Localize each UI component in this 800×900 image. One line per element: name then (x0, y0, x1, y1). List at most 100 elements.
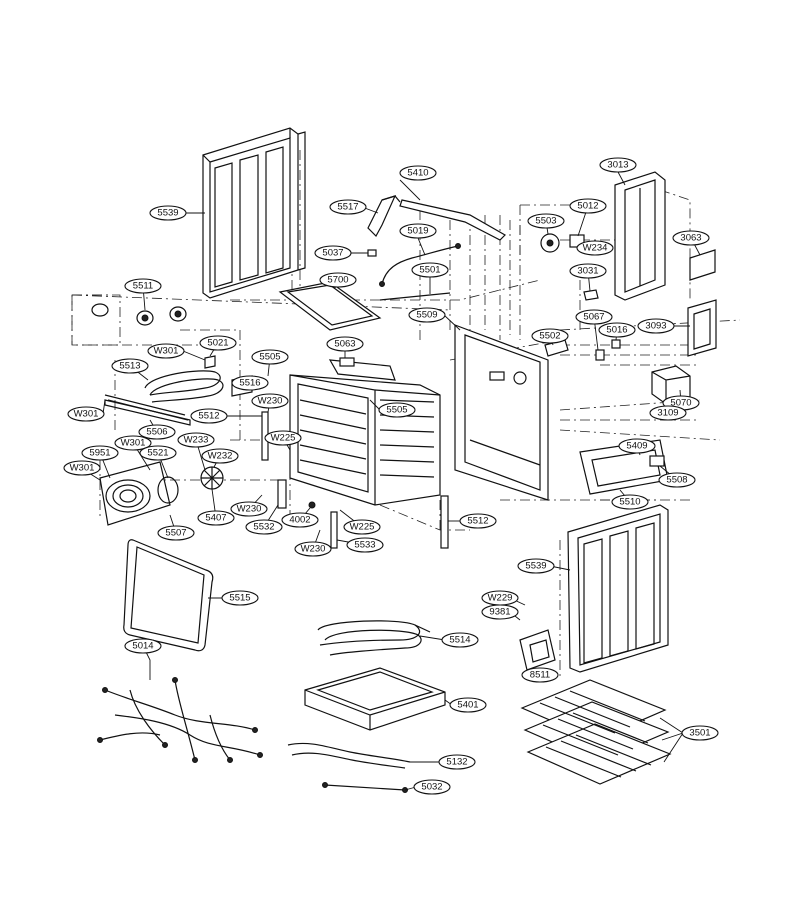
svg-text:5507: 5507 (165, 528, 186, 539)
svg-text:4002: 4002 (289, 515, 310, 526)
callout-W230b: W230 (230, 501, 268, 517)
callout-5512a: 5512 (190, 408, 228, 424)
svg-text:W234: W234 (583, 243, 608, 254)
callout-5521: 5521 (139, 445, 177, 461)
part-5505-oven-cavity (289, 359, 441, 506)
svg-text:5509: 5509 (416, 310, 437, 321)
svg-text:5067: 5067 (583, 312, 604, 323)
svg-text:3013: 3013 (607, 160, 628, 171)
part-5508-sensor (649, 455, 665, 467)
svg-text:5700: 5700 (327, 275, 348, 286)
callout-8511: 8511 (521, 667, 559, 683)
callout-labels: 5539 5410 3013 5517 5012 5503 W234 5019 … (63, 157, 719, 795)
part-5503-motor (540, 233, 560, 253)
callout-W301d: W301 (63, 460, 101, 476)
svg-text:5410: 5410 (407, 168, 428, 179)
callout-W230c: W230 (294, 541, 332, 557)
svg-text:5532: 5532 (253, 522, 274, 533)
callout-W301a: W301 (147, 343, 185, 359)
callout-5410: 5410 (399, 165, 437, 181)
svg-text:W301: W301 (74, 409, 99, 420)
svg-text:3109: 3109 (657, 408, 678, 419)
callout-5513: 5513 (111, 358, 149, 374)
callout-5132: 5132 (438, 754, 476, 770)
svg-text:5521: 5521 (147, 448, 168, 459)
svg-text:9381: 9381 (489, 607, 510, 618)
callout-W301c: W301 (114, 435, 152, 451)
callout-5514: 5514 (441, 632, 479, 648)
part-3031-clip (583, 289, 599, 301)
callout-9381: 9381 (481, 604, 519, 620)
part-5532-bracket (277, 479, 287, 509)
callout-5401: 5401 (449, 697, 487, 713)
callout-5021: 5021 (199, 335, 237, 351)
svg-text:5132: 5132 (446, 757, 467, 768)
callout-5409: 5409 (618, 438, 656, 454)
svg-text:W230: W230 (258, 396, 283, 407)
svg-text:5539: 5539 (525, 561, 546, 572)
part-3093-panel (687, 299, 717, 357)
callout-5515: 5515 (221, 590, 259, 606)
part-3501-oven-racks (520, 679, 672, 785)
callout-3031: 3031 (569, 263, 607, 279)
callout-5067: 5067 (575, 309, 613, 325)
part-3063-board (689, 249, 716, 281)
part-8511-hinge (519, 629, 556, 671)
callout-W233: W233 (177, 432, 215, 448)
svg-text:W232: W232 (208, 451, 233, 462)
svg-text:5515: 5515 (229, 593, 250, 604)
part-5951-fan-cover (99, 461, 171, 526)
callout-W232: W232 (201, 448, 239, 464)
svg-text:5511: 5511 (133, 281, 153, 292)
svg-text:5012: 5012 (577, 201, 598, 212)
svg-text:W233: W233 (184, 435, 209, 446)
part-5410-top-rail (399, 199, 506, 241)
callout-5016: 5016 (598, 322, 636, 338)
callout-5517: 5517 (329, 199, 367, 215)
part-5132-harness (287, 742, 411, 769)
svg-text:5070: 5070 (670, 398, 691, 409)
callout-5510: 5510 (611, 494, 649, 510)
part-5509-rear-panel (454, 324, 549, 501)
svg-text:W225: W225 (350, 522, 375, 533)
svg-text:5514: 5514 (449, 635, 470, 646)
part-5517-bracket (367, 195, 401, 237)
svg-text:5533: 5533 (354, 540, 375, 551)
svg-text:8511: 8511 (530, 670, 550, 681)
part-5019-wire (379, 243, 461, 287)
callout-5508: 5508 (658, 472, 696, 488)
svg-text:5513: 5513 (119, 361, 140, 372)
svg-text:W301: W301 (121, 438, 146, 449)
callout-W225b: W225 (343, 519, 381, 535)
callout-W229: W229 (481, 590, 519, 606)
callout-5512b: 5512 (459, 513, 497, 529)
callout-5012: 5012 (569, 198, 607, 214)
part-5514-bake-element (317, 620, 431, 656)
callout-W230a: W230 (251, 393, 289, 409)
svg-text:W230: W230 (237, 504, 262, 515)
part-5533-rod (330, 511, 338, 549)
callout-5037: 5037 (314, 245, 352, 261)
part-5014-wiring-harness (97, 677, 263, 763)
callout-5506: 5506 (138, 424, 176, 440)
callout-3093: 3093 (637, 318, 675, 334)
callout-5533: 5533 (346, 537, 384, 553)
svg-text:5063: 5063 (334, 339, 355, 350)
callout-5505b: 5505 (378, 402, 416, 418)
callout-3501: 3501 (681, 725, 719, 741)
part-4002-screw (308, 501, 316, 509)
callout-W225a: W225 (264, 430, 302, 446)
svg-text:5014: 5014 (132, 641, 153, 652)
svg-text:5401: 5401 (457, 700, 478, 711)
callout-5507: 5507 (157, 525, 195, 541)
svg-text:W229: W229 (488, 593, 513, 604)
part-5021-bracket (204, 355, 216, 369)
svg-text:5503: 5503 (535, 216, 556, 227)
svg-text:5512: 5512 (467, 516, 488, 527)
callout-5532: 5532 (245, 519, 283, 535)
svg-text:5407: 5407 (205, 513, 226, 524)
part-5401-bottom-tray (304, 667, 446, 731)
svg-text:W225: W225 (271, 433, 296, 444)
svg-text:5516: 5516 (239, 378, 260, 389)
callout-5505a: 5505 (251, 349, 289, 365)
